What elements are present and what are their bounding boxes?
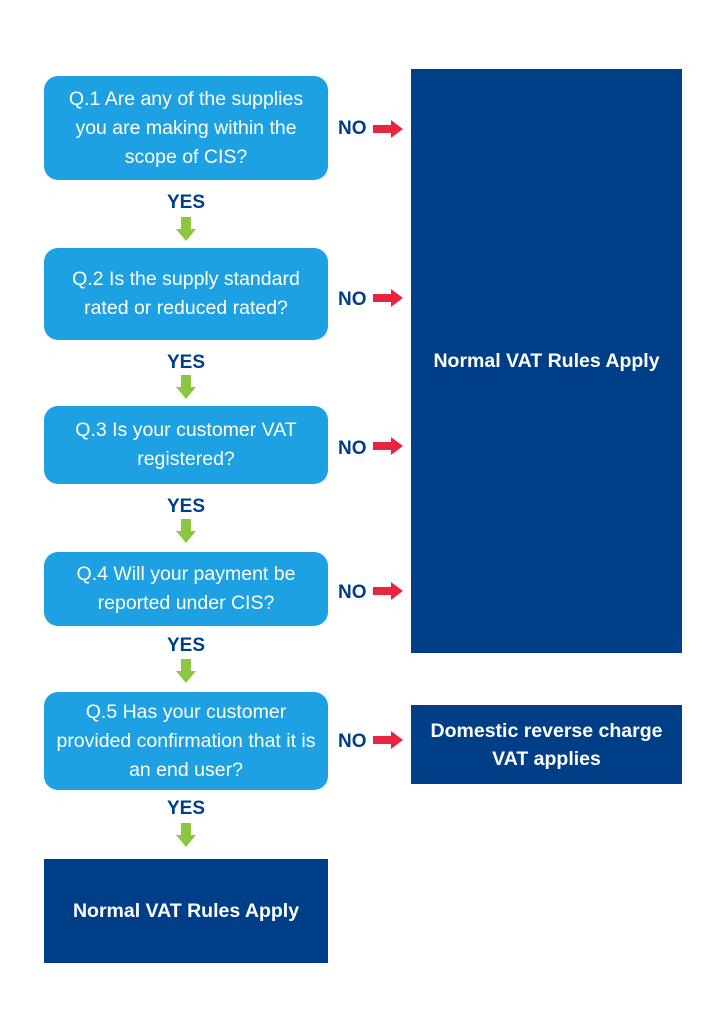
question-box-5: Q.5 Has your customer provided confirmat… bbox=[44, 692, 328, 790]
yes-label-q5: YES bbox=[166, 798, 206, 819]
question-box-4: Q.4 Will your payment be reported under … bbox=[44, 552, 328, 626]
outcome-domestic-reverse-charge-text: Domestic reverse charge VAT applies bbox=[430, 719, 663, 770]
no-arrow-q4 bbox=[373, 582, 403, 600]
outcome-domestic-reverse-charge: Domestic reverse charge VAT applies bbox=[411, 705, 682, 784]
no-arrow-q1 bbox=[373, 120, 403, 138]
question-5-text: Q.5 Has your customer provided confirmat… bbox=[56, 700, 316, 781]
question-box-2: Q.2 Is the supply standard rated or redu… bbox=[44, 248, 328, 340]
yes-arrow-q5 bbox=[176, 823, 196, 847]
yes-arrow-q1 bbox=[176, 217, 196, 241]
no-label-q2: NO bbox=[338, 289, 367, 310]
question-3-text: Q.3 Is your customer VAT registered? bbox=[75, 419, 297, 470]
no-arrow-q5 bbox=[373, 731, 403, 749]
question-1-text: Q.1 Are any of the supplies you are maki… bbox=[68, 87, 304, 168]
outcome-normal-vat-bottom: Normal VAT Rules Apply bbox=[44, 859, 328, 963]
outcome-normal-vat-side: Normal VAT Rules Apply bbox=[411, 69, 682, 653]
question-4-text: Q.4 Will your payment be reported under … bbox=[76, 563, 296, 614]
no-label-q3: NO bbox=[338, 438, 367, 459]
no-label-q5: NO bbox=[338, 731, 367, 752]
yes-arrow-q3 bbox=[176, 519, 196, 543]
outcome-normal-vat-side-text: Normal VAT Rules Apply bbox=[433, 350, 660, 372]
question-box-1: Q.1 Are any of the supplies you are maki… bbox=[44, 76, 328, 180]
question-2-text: Q.2 Is the supply standard rated or redu… bbox=[72, 268, 300, 319]
no-arrow-q2 bbox=[373, 289, 403, 307]
yes-label-q2: YES bbox=[166, 352, 206, 373]
no-arrow-q3 bbox=[373, 437, 403, 455]
yes-label-q4: YES bbox=[166, 635, 206, 656]
yes-label-q3: YES bbox=[166, 496, 206, 517]
yes-arrow-q2 bbox=[176, 375, 196, 399]
outcome-normal-vat-bottom-text: Normal VAT Rules Apply bbox=[72, 900, 300, 922]
question-box-3: Q.3 Is your customer VAT registered? bbox=[44, 406, 328, 484]
no-label-q4: NO bbox=[338, 582, 367, 603]
no-label-q1: NO bbox=[338, 118, 367, 139]
yes-label-q1: YES bbox=[166, 192, 206, 213]
yes-arrow-q4 bbox=[176, 659, 196, 683]
